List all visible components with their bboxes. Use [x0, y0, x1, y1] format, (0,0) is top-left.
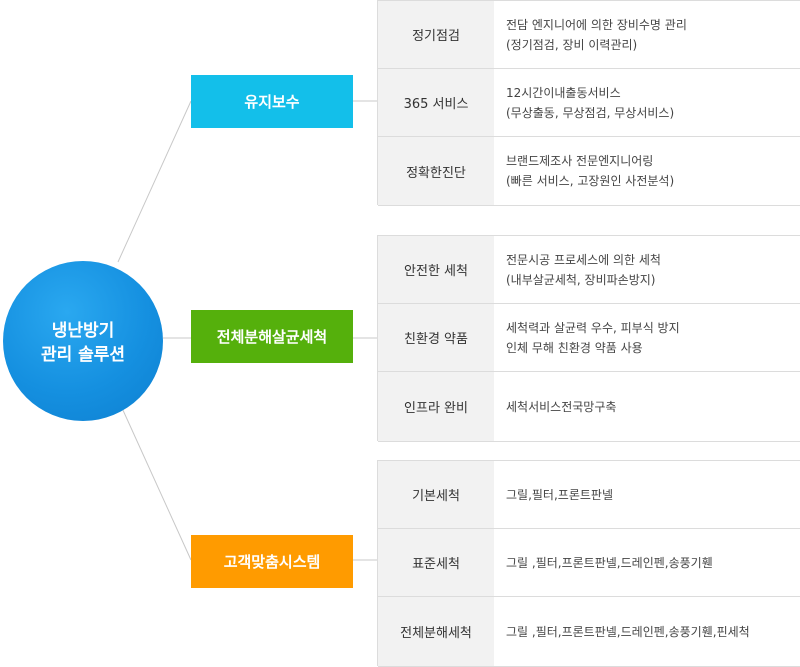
detail-table-maintenance: 정기점검 전담 엔지니어에 의한 장비수명 관리 (정기점검, 장비 이력관리)… [377, 0, 800, 206]
table-row: 정기점검 전담 엔지니어에 의한 장비수명 관리 (정기점검, 장비 이력관리) [378, 1, 800, 69]
desc-line: 그릴,필터,프론트판넬 [506, 487, 613, 502]
desc-line: (빠른 서비스, 고장원인 사전분석) [506, 174, 675, 188]
desc-line: 브랜드제조사 전문엔지니어링 [506, 154, 654, 168]
row-desc: 브랜드제조사 전문엔지니어링 (빠른 서비스, 고장원인 사전분석) [494, 137, 800, 205]
desc-line: 전담 엔지니어에 의한 장비수명 관리 [506, 17, 687, 32]
row-label: 기본세척 [378, 461, 494, 528]
row-desc: 세척력과 살균력 우수, 피부식 방지 인체 무해 친환경 약품 사용 [494, 304, 800, 371]
desc-line: (무상출동, 무상점검, 무상서비스) [506, 105, 675, 120]
row-label: 정확한진단 [378, 137, 494, 205]
row-desc: 전담 엔지니어에 의한 장비수명 관리 (정기점검, 장비 이력관리) [494, 1, 800, 68]
branch-maintenance: 유지보수 [191, 75, 353, 128]
row-label: 정기점검 [378, 1, 494, 68]
row-desc: 그릴 ,필터,프론트판넬,드레인펜,송풍기휀 [494, 529, 800, 596]
desc-line: 그릴 ,필터,프론트판넬,드레인펜,송풍기휀 [506, 555, 713, 570]
table-row: 정확한진단 브랜드제조사 전문엔지니어링 (빠른 서비스, 고장원인 사전분석) [378, 137, 800, 206]
row-label: 전체분해세척 [378, 597, 494, 666]
row-label: 표준세척 [378, 529, 494, 596]
table-row: 친환경 약품 세척력과 살균력 우수, 피부식 방지 인체 무해 친환경 약품 … [378, 304, 800, 372]
row-label: 인프라 완비 [378, 372, 494, 441]
row-desc: 그릴,필터,프론트판넬 [494, 461, 800, 528]
root-title-line2: 관리 솔루션 [40, 345, 126, 365]
detail-table-cleaning: 안전한 세척 전문시공 프로세스에 의한 세척 (내부살균세척, 장비파손방지)… [377, 235, 800, 442]
table-row: 전체분해세척 그릴 ,필터,프론트판넬,드레인펜,송풍기휀,핀세척 [378, 597, 800, 667]
row-desc: 전문시공 프로세스에 의한 세척 (내부살균세척, 장비파손방지) [494, 236, 800, 303]
desc-line: 세척서비스전국망구축 [506, 399, 617, 414]
detail-table-custom-system: 기본세척 그릴,필터,프론트판넬 표준세척 그릴 ,필터,프론트판넬,드레인펜,… [377, 460, 800, 667]
desc-line: 세척력과 살균력 우수, 피부식 방지 [506, 320, 680, 335]
row-desc: 12시간이내출동서비스 (무상출동, 무상점검, 무상서비스) [494, 69, 800, 136]
branch-cleaning: 전체분해살균세척 [191, 310, 353, 363]
root-node: 냉난방기 관리 솔루션 [3, 261, 163, 421]
branch-custom-system: 고객맞춤시스템 [191, 535, 353, 588]
table-row: 인프라 완비 세척서비스전국망구축 [378, 372, 800, 442]
desc-line: 12시간이내출동서비스 [506, 85, 621, 100]
desc-line: 그릴 ,필터,프론트판넬,드레인펜,송풍기휀,핀세척 [506, 624, 750, 639]
branch-label: 전체분해살균세척 [216, 328, 328, 346]
row-label: 친환경 약품 [378, 304, 494, 371]
table-row: 안전한 세척 전문시공 프로세스에 의한 세척 (내부살균세척, 장비파손방지) [378, 236, 800, 304]
row-desc: 그릴 ,필터,프론트판넬,드레인펜,송풍기휀,핀세척 [494, 597, 800, 666]
table-row: 365 서비스 12시간이내출동서비스 (무상출동, 무상점검, 무상서비스) [378, 69, 800, 137]
root-title-line1: 냉난방기 [51, 321, 115, 341]
desc-line: 전문시공 프로세스에 의한 세척 [506, 252, 661, 267]
row-label: 안전한 세척 [378, 236, 494, 303]
desc-line: (내부살균세척, 장비파손방지) [506, 272, 656, 287]
row-label: 365 서비스 [378, 69, 494, 136]
branch-label: 고객맞춤시스템 [223, 553, 321, 571]
desc-line: (정기점검, 장비 이력관리) [506, 37, 638, 52]
branch-label: 유지보수 [244, 93, 300, 111]
table-row: 표준세척 그릴 ,필터,프론트판넬,드레인펜,송풍기휀 [378, 529, 800, 597]
table-row: 기본세척 그릴,필터,프론트판넬 [378, 461, 800, 529]
desc-line: 인체 무해 친환경 약품 사용 [506, 340, 643, 355]
row-desc: 세척서비스전국망구축 [494, 372, 800, 441]
